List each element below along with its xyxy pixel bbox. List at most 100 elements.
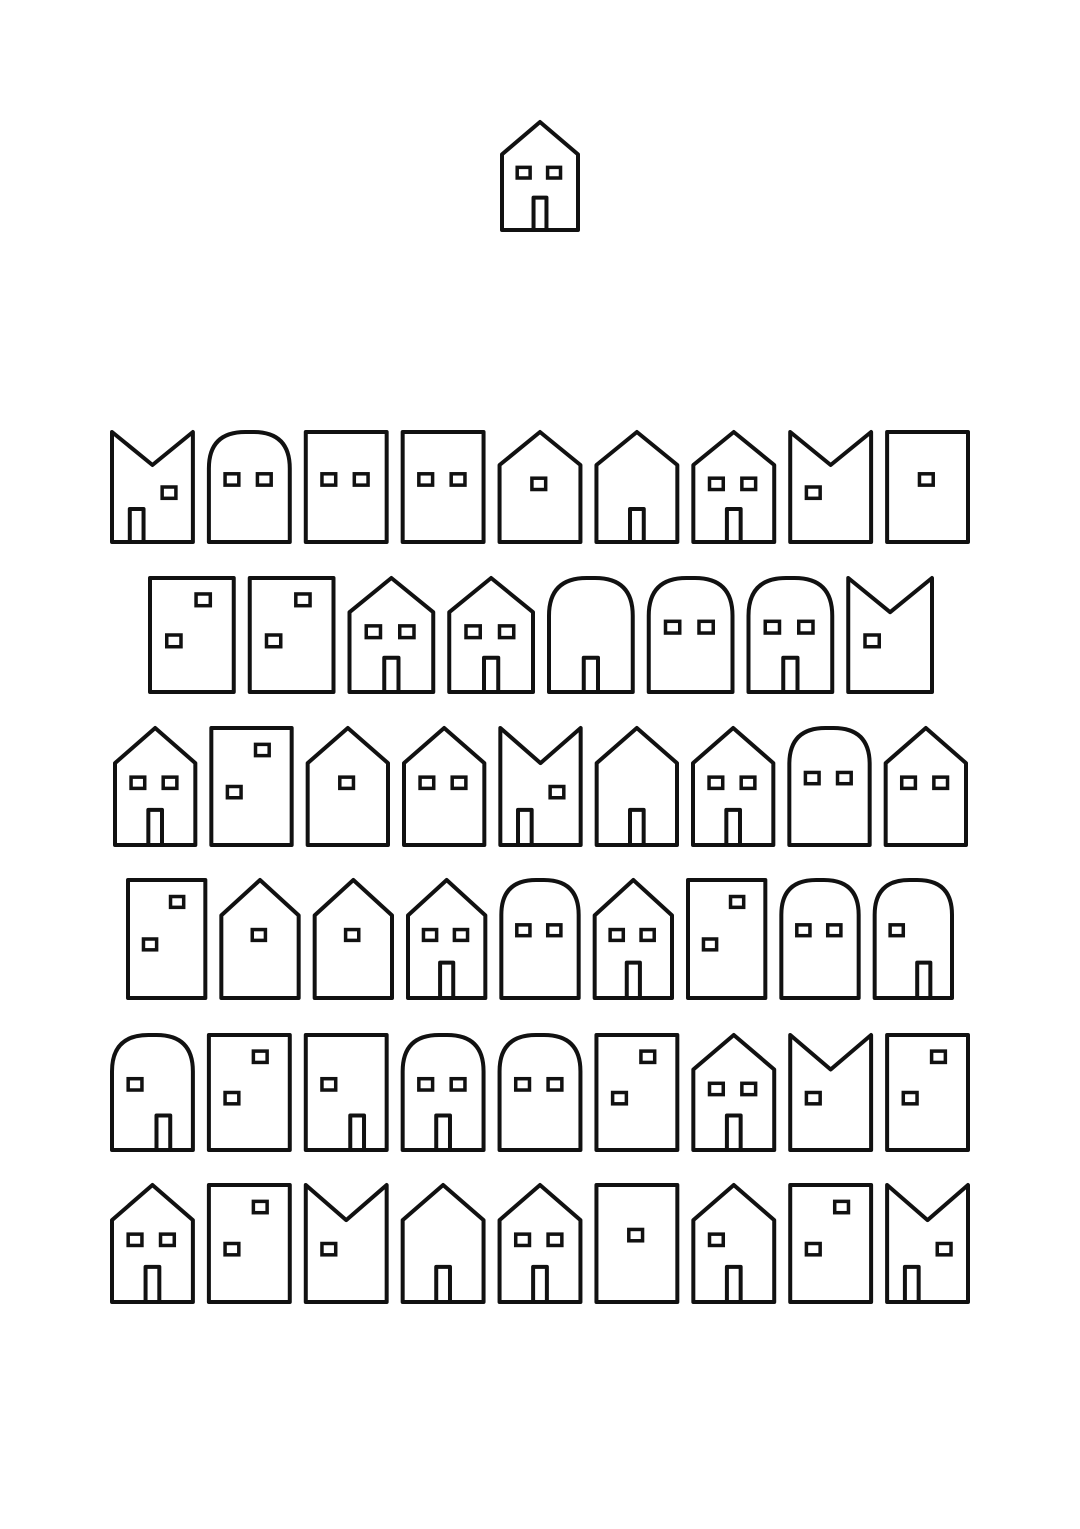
window-icon: [901, 1090, 919, 1106]
house-row1-col4: [400, 430, 486, 544]
house-row1-col1: [110, 430, 195, 544]
window-icon: [251, 1199, 269, 1215]
house-row6-col5: [497, 1183, 583, 1304]
window-icon: [352, 472, 370, 487]
door-icon: [382, 655, 401, 694]
window-icon: [935, 1241, 953, 1257]
house-outline: [594, 726, 679, 847]
house-outline: [691, 1033, 777, 1152]
window-icon: [168, 894, 186, 910]
house-outline: [110, 1033, 195, 1152]
house-outline: [547, 576, 635, 694]
house-outline: [400, 1033, 486, 1152]
house-outline: [691, 430, 777, 544]
window-icon: [804, 1090, 822, 1106]
house-outline: [594, 1183, 680, 1304]
house-row4-col2: [219, 878, 301, 1000]
door-icon: [143, 1264, 162, 1304]
door-icon: [127, 507, 146, 544]
house-row3-col4: [402, 726, 487, 847]
house-row3-col9: [883, 726, 968, 847]
window-icon: [194, 592, 213, 608]
window-icon: [863, 633, 881, 649]
house-row2-col2: [247, 576, 336, 694]
house-outline: [846, 576, 934, 694]
house-row4-col5: [499, 878, 581, 1000]
window-icon: [707, 476, 726, 492]
window-icon: [929, 1049, 948, 1065]
window-icon: [663, 619, 682, 635]
house-row3-col5: [498, 726, 583, 847]
house-outline: [788, 430, 874, 544]
window-icon: [763, 619, 782, 635]
window-icon: [639, 927, 656, 943]
window-icon: [158, 1232, 177, 1248]
house-outline: [303, 430, 389, 544]
window-icon: [223, 1241, 241, 1257]
house-row4-col9: [872, 878, 954, 1000]
house-row1-col9: [885, 430, 970, 544]
house-row3-col6: [594, 726, 679, 847]
house-outline: [500, 120, 580, 232]
door-icon: [724, 1113, 743, 1152]
house-outline: [347, 576, 436, 694]
door-icon: [146, 807, 164, 847]
house-outline: [402, 726, 487, 847]
window-icon: [548, 784, 566, 800]
house-row4-col7: [686, 878, 768, 1000]
door-icon: [482, 655, 501, 694]
door-icon: [724, 507, 743, 544]
door-icon: [516, 807, 534, 847]
house-outline: [883, 726, 968, 847]
window-icon: [225, 784, 243, 800]
door-icon: [348, 1113, 367, 1152]
house-outline: [110, 1183, 195, 1304]
house-outline: [787, 726, 872, 847]
window-icon: [610, 1090, 629, 1106]
window-icon: [126, 1232, 144, 1248]
window-icon: [740, 1081, 758, 1097]
house-outline: [209, 726, 294, 847]
house-row6-col7: [691, 1183, 777, 1304]
house-outline: [447, 576, 535, 694]
house-row3-col2: [209, 726, 294, 847]
house-outline: [113, 726, 198, 847]
house-row4-col1: [126, 878, 208, 1000]
window-icon: [707, 1081, 726, 1097]
house-outline: [885, 430, 970, 544]
house-outline: [110, 430, 195, 544]
window-icon: [546, 1076, 564, 1092]
house-row3-col7: [691, 726, 776, 847]
house-outline: [400, 430, 486, 544]
window-icon: [515, 923, 532, 938]
house-outline: [312, 878, 394, 1000]
window-icon: [917, 472, 935, 487]
house-row5-col5: [497, 1033, 583, 1152]
house-row4-col6: [592, 878, 674, 1000]
house-row3-col8: [787, 726, 872, 847]
window-icon: [417, 472, 435, 487]
house-outline: [303, 1183, 389, 1304]
window-icon: [165, 633, 183, 649]
window-icon: [804, 1241, 822, 1257]
house-row6-col3: [303, 1183, 389, 1304]
house-row2-col4: [447, 576, 535, 694]
house-row1-col7: [691, 430, 777, 544]
window-icon: [320, 1076, 338, 1092]
window-icon: [932, 775, 950, 791]
house-row2-col1: [148, 576, 236, 694]
window-icon: [497, 624, 516, 640]
house-row5-col8: [788, 1033, 874, 1152]
window-icon: [888, 923, 906, 938]
window-icon: [513, 1232, 532, 1248]
house-row4-col3: [312, 878, 394, 1000]
door-icon: [531, 195, 549, 232]
house-outline: [686, 878, 768, 1000]
house-outline: [872, 878, 954, 1000]
window-icon: [255, 472, 273, 487]
window-icon: [639, 1049, 657, 1065]
house-row3-col1: [113, 726, 198, 847]
door-icon: [724, 1264, 743, 1304]
door-icon: [531, 1264, 549, 1304]
window-icon: [161, 775, 179, 791]
